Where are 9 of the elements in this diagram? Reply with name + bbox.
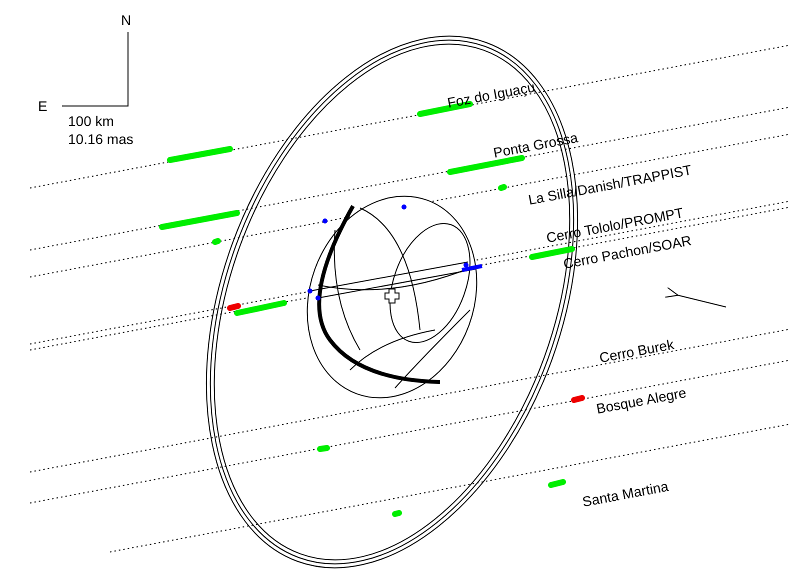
station-label: Santa Martina: [581, 478, 670, 510]
compass-label: N: [121, 12, 132, 28]
scale-label: 100 km: [68, 113, 114, 129]
station-label: Bosque Alegre: [595, 384, 688, 417]
station-label: Ponta Grossa: [492, 129, 580, 161]
scale-label: 10.16 mas: [68, 131, 134, 147]
compass-label: E: [38, 98, 48, 114]
station-label: Cerro Burek: [598, 336, 676, 366]
station-label: Foz do Iguaçu: [446, 78, 536, 111]
